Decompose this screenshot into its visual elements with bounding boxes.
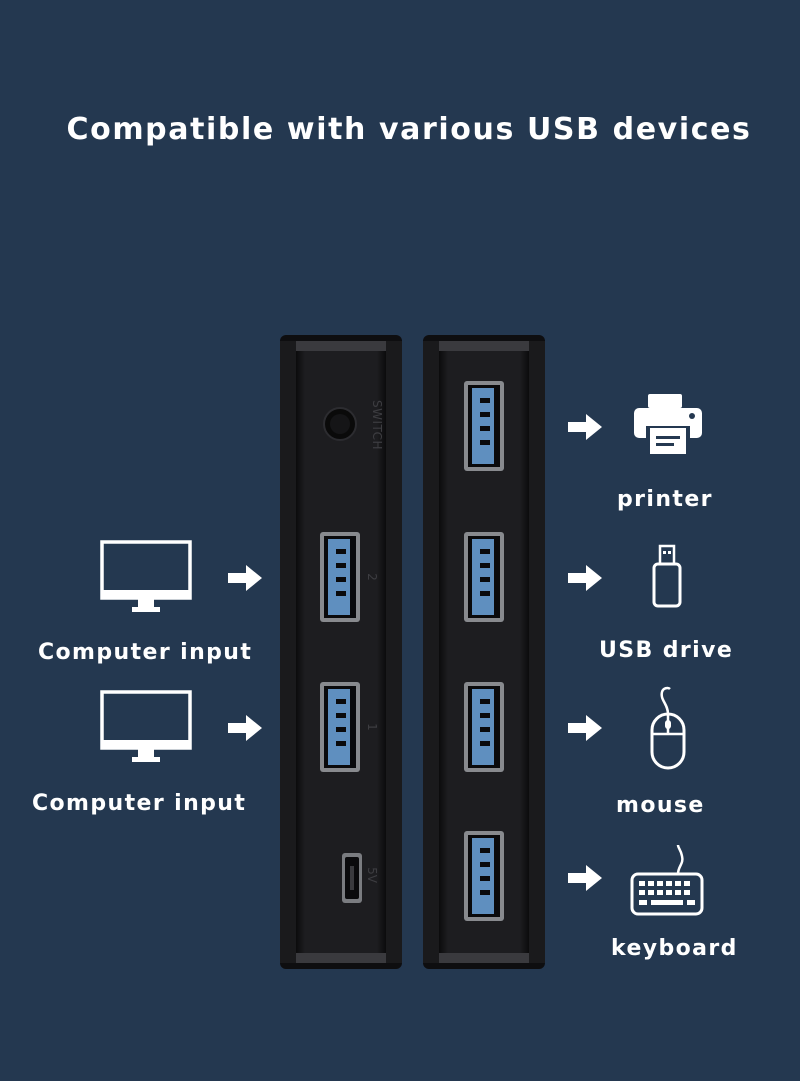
arrow-right-icon (568, 565, 602, 591)
input-label: Computer input (32, 791, 247, 816)
port-label: 2 (364, 573, 379, 581)
power-label: 5V (364, 867, 379, 883)
output-label: keyboard (611, 936, 738, 961)
keyboard-icon (630, 844, 704, 916)
monitor-icon (100, 540, 192, 612)
printer-icon (634, 394, 702, 454)
switch-input-side (280, 335, 402, 969)
power-port[interactable] (341, 852, 363, 904)
usb-output-port[interactable] (463, 380, 505, 472)
page-title: Compatible with various USB devices (66, 112, 752, 147)
arrow-right-icon (228, 565, 262, 591)
arrow-right-icon (568, 865, 602, 891)
usb-drive-icon (652, 544, 682, 608)
monitor-icon (100, 690, 192, 762)
switch-label: SWITCH (370, 399, 385, 451)
output-label: USB drive (599, 638, 734, 663)
usb-output-port[interactable] (463, 830, 505, 922)
input-label: Computer input (38, 640, 253, 665)
usb-output-port[interactable] (463, 681, 505, 773)
output-label: mouse (616, 793, 705, 818)
usb-input-port-2[interactable] (319, 531, 361, 623)
switch-button[interactable] (322, 406, 358, 442)
arrow-right-icon (568, 715, 602, 741)
port-label: 1 (364, 723, 379, 731)
arrow-right-icon (228, 715, 262, 741)
usb-input-port-1[interactable] (319, 681, 361, 773)
mouse-icon (650, 686, 686, 770)
usb-output-port[interactable] (463, 531, 505, 623)
arrow-right-icon (568, 414, 602, 440)
output-label: printer (617, 487, 713, 512)
